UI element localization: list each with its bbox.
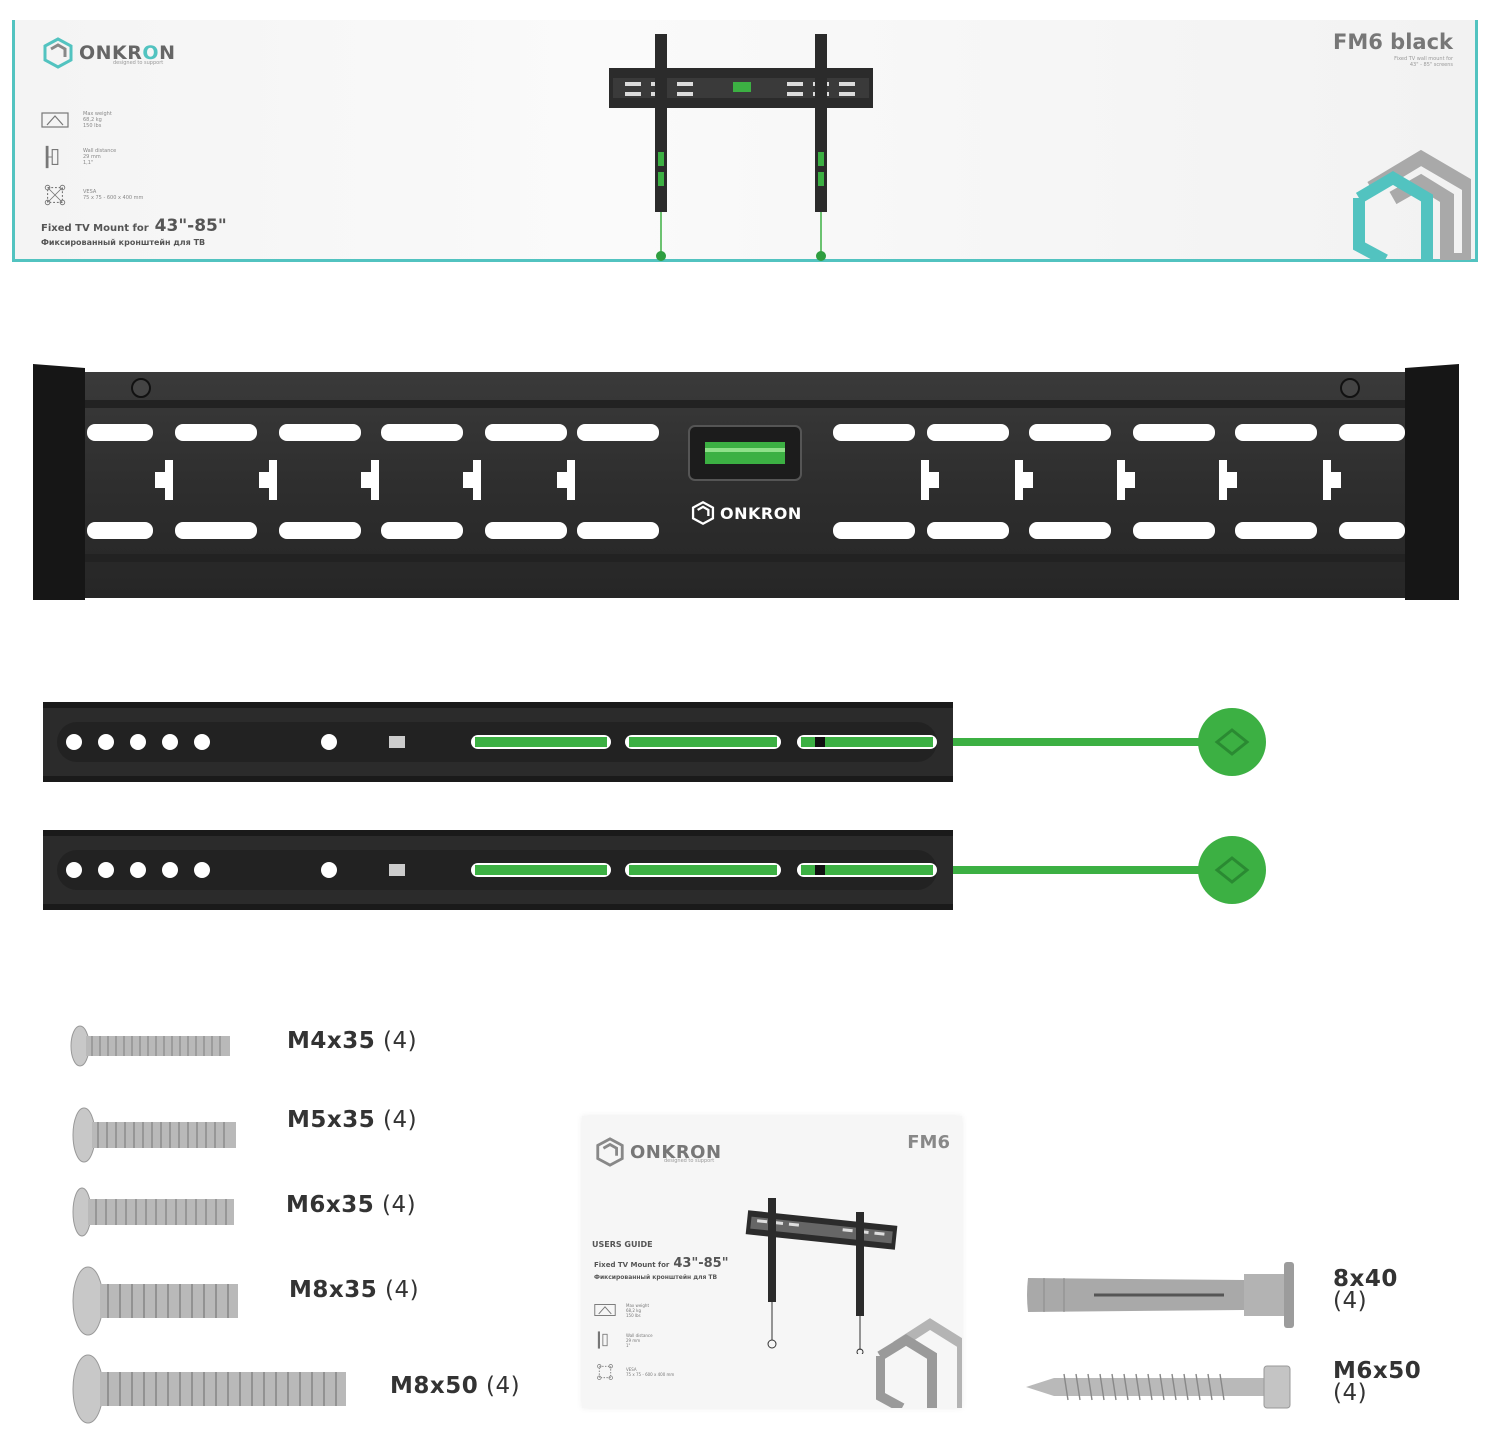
screw-qty: (4) [486, 1373, 521, 1399]
spec-line: 75 x 75 - 600 x 400 mm [83, 195, 144, 201]
box-brand-logo: ONKRON [41, 36, 175, 70]
manual-cube-graphic [876, 1318, 962, 1408]
wall-distance-icon [45, 145, 59, 169]
wall-plate [33, 364, 1459, 600]
screw-size: M8x50 [390, 1373, 479, 1399]
anchor-size: M6x50 [1333, 1358, 1422, 1384]
box-tagline: designed to support [113, 60, 164, 66]
box-bracket-illustration [609, 34, 873, 261]
screw-qty: (4) [383, 1107, 418, 1133]
manual-spec-wall-distance: Wall distance 29 mm 1" [594, 1330, 653, 1350]
spec-line: Wall distance [626, 1332, 653, 1338]
screw-label-m4x35: M4x35 (4) [287, 1028, 417, 1054]
manual-mount-ru: Фиксированный кронштейн для ТВ [594, 1274, 718, 1281]
vertical-arm-2 [43, 830, 1266, 910]
max-weight-icon [594, 1304, 616, 1316]
onkron-logo-icon [596, 1137, 624, 1167]
manual-mount-size: 43"-85" [673, 1256, 729, 1271]
box-spec-wall-distance: Wall distance 29 mm 1,1" [41, 144, 116, 170]
screw-label-m5x35: M5x35 (4) [287, 1107, 417, 1133]
box-model-name: FM6 black [1333, 30, 1453, 54]
anchor-qty: (4) [1333, 1288, 1368, 1314]
screw-size: M6x35 [286, 1192, 375, 1218]
wall-plate-brand-text: ONKRON [720, 503, 802, 523]
spec-line: Max weight [83, 111, 112, 117]
spec-line: 75 x 75 - 600 x 400 mm [626, 1372, 675, 1377]
manual-spec-max-weight: Max weight 68,2 kg 150 lbs [594, 1302, 649, 1318]
box-subtitle: Fixed TV wall mount for 43" - 85" screen… [1333, 56, 1453, 68]
spec-line: Wall distance [83, 148, 117, 154]
box-mount-title: Fixed TV Mount for 43"-85" [41, 216, 227, 236]
spec-line: VESA [83, 189, 97, 195]
box-subtitle-line-1: Fixed TV wall mount for [1394, 56, 1453, 62]
box-spec-max-weight: Max weight 68,2 kg 150 lbs [41, 110, 112, 130]
screw-m6x35 [72, 1187, 234, 1237]
spec-line: 29 mm [83, 154, 101, 160]
anchor-label-8x40: 8x40 (4) [1333, 1266, 1398, 1314]
product-box: ONKRON designed to support FM6 black Fix… [12, 20, 1478, 262]
onkron-logo-icon [43, 37, 73, 69]
manual-brand-logo: ONKRON [594, 1136, 722, 1168]
wall-anchor-8x40 [1027, 1262, 1294, 1328]
vesa-icon [44, 184, 66, 206]
screw-label-m8x50: M8x50 (4) [390, 1373, 520, 1399]
screw-qty: (4) [385, 1277, 420, 1303]
onkron-logo-icon [691, 500, 715, 526]
screw-qty: (4) [382, 1192, 417, 1218]
screw-m5x35 [72, 1107, 236, 1163]
wall-plate-brand-logo: ONKRON [690, 500, 802, 526]
screw-m4x35 [70, 1025, 230, 1067]
anchor-size: 8x40 [1333, 1266, 1398, 1292]
screw-label-m8x35: M8x35 (4) [289, 1277, 419, 1303]
box-mount-size: 43"-85" [154, 216, 227, 236]
box-mount-label: Fixed TV Mount for [41, 223, 149, 234]
screw-size: M5x35 [287, 1107, 376, 1133]
screw-m8x35 [72, 1266, 238, 1336]
box-spec-vesa: VESA 75 x 75 - 600 x 400 mm [41, 182, 143, 208]
spec-line: VESA [626, 1367, 637, 1372]
screw-size: M8x35 [289, 1277, 378, 1303]
anchor-qty: (4) [1333, 1380, 1368, 1406]
box-brand-text-a: ONKR [79, 42, 143, 64]
spec-line: 29 mm [626, 1337, 641, 1343]
wall-distance-icon [597, 1331, 608, 1349]
spec-line: Max weight [626, 1302, 650, 1308]
users-guide-manual: ONKRON designed to support FM6 USERS GUI… [582, 1116, 962, 1408]
screw-qty: (4) [383, 1028, 418, 1054]
vesa-icon [597, 1364, 613, 1380]
vertical-arm-1 [43, 702, 1266, 782]
manual-spec-vesa: VESA 75 x 75 - 600 x 400 mm [594, 1362, 674, 1382]
spec-line: 150 lbs [626, 1312, 641, 1318]
spec-line: 150 lbs [83, 123, 102, 129]
spec-line: 1,1" [83, 160, 94, 166]
manual-brand-text: ONKRON [630, 1141, 722, 1163]
box-mount-ru: Фиксированный кронштейн для ТВ [41, 238, 206, 247]
lag-screw-m6x50 [1026, 1365, 1291, 1409]
box-brand-text-b: N [159, 42, 176, 64]
anchor-label-m6x50: M6x50 (4) [1333, 1358, 1422, 1406]
screw-size: M4x35 [287, 1028, 376, 1054]
box-subtitle-line-2: 43" - 85" screens [1409, 62, 1453, 68]
max-weight-icon [41, 112, 69, 128]
manual-bracket-illustration [745, 1198, 898, 1354]
manual-model-name: FM6 [907, 1132, 950, 1153]
box-cube-graphic [1353, 149, 1471, 260]
spec-line: 68,2 kg [83, 117, 102, 123]
manual-guide-title: USERS GUIDE [592, 1240, 653, 1249]
manual-mount-label: Fixed TV Mount for [594, 1261, 670, 1269]
screw-label-m6x35: M6x35 (4) [286, 1192, 416, 1218]
screw-m8x50 [72, 1354, 346, 1424]
spec-line: 1" [626, 1342, 631, 1348]
spec-line: 68,2 kg [626, 1307, 642, 1313]
manual-tagline: designed to support [664, 1158, 715, 1164]
